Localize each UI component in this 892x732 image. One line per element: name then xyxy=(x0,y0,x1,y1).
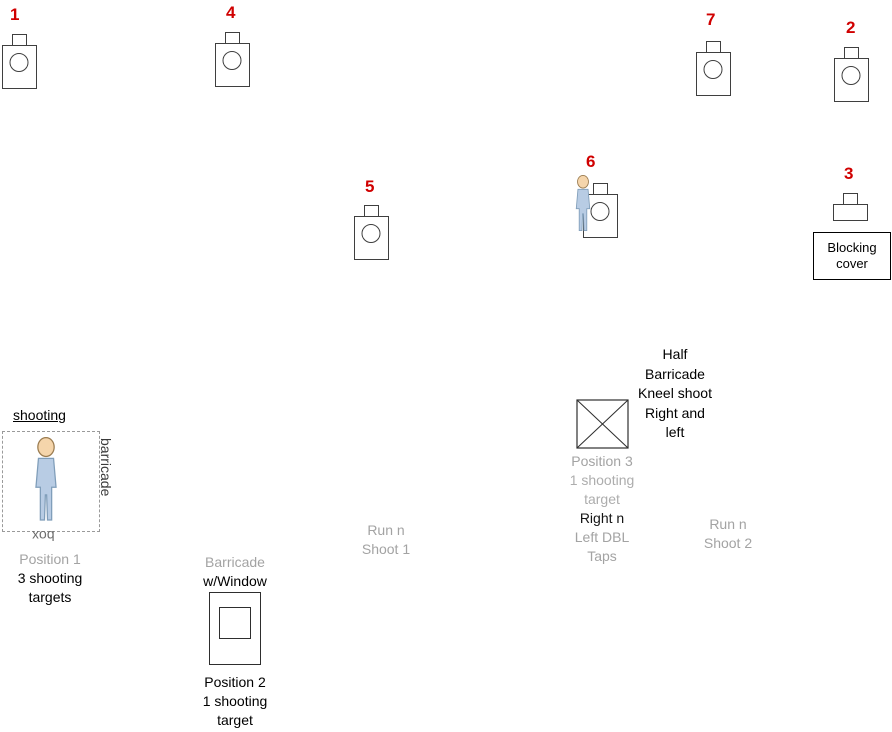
blocking-cover-label-line1: Blocking xyxy=(827,240,877,255)
shooting-box-top-label: shooting xyxy=(13,407,66,423)
run-shoot-2-line2: Shoot 2 xyxy=(703,535,753,551)
position3-desc-line4: Left DBL xyxy=(574,529,630,545)
position2-desc-line2: target xyxy=(217,712,253,728)
position2-title: Position 2 xyxy=(204,674,266,690)
position3-block: Position 3 1 shooting target Right n Lef… xyxy=(558,452,646,566)
target-number-3: 3 xyxy=(844,164,854,183)
target-icon-3-partial xyxy=(832,193,868,221)
target-icon-7 xyxy=(695,41,731,96)
target-ring xyxy=(841,66,861,85)
half-barricade-note: Half Barricade Kneel shoot Right and lef… xyxy=(629,345,721,443)
position1-desc-line1: 3 shooting xyxy=(17,570,83,586)
shooter-icon-position1 xyxy=(27,437,65,525)
target-body xyxy=(214,43,250,87)
window-pane xyxy=(219,607,251,639)
blocking-cover-label-line2: cover xyxy=(836,256,868,271)
position3-desc-line1: 1 shooting xyxy=(569,472,635,488)
position3-desc-line5: Taps xyxy=(587,548,617,564)
target-icon-2 xyxy=(833,47,869,102)
run-shoot-2-label: Run n Shoot 2 xyxy=(697,515,759,553)
crossed-box-icon xyxy=(576,399,629,449)
run-shoot-1-line1: Run n xyxy=(367,522,405,538)
shooter-icon-position3 xyxy=(570,175,596,234)
target-ring xyxy=(590,202,610,221)
target-icon-4 xyxy=(214,32,250,87)
target-body xyxy=(695,52,731,96)
half-barricade-line5: left xyxy=(665,424,685,440)
target-number-2: 2 xyxy=(846,18,856,37)
target-body xyxy=(833,58,869,102)
position3-desc-line3: Right n xyxy=(579,510,625,526)
target-body xyxy=(832,204,868,221)
target-body xyxy=(1,45,37,89)
target-body xyxy=(353,216,389,260)
position1-desc-line2: targets xyxy=(28,589,72,605)
position1-label-block: Position 1 3 shooting targets xyxy=(0,550,100,607)
target-number-7: 7 xyxy=(706,10,716,29)
target-ring xyxy=(222,51,242,70)
position3-desc-line2: target xyxy=(584,491,620,507)
half-barricade-line3: Kneel shoot xyxy=(638,385,712,401)
window-barricade-title-line1: Barricade xyxy=(205,554,265,570)
target-icon-1 xyxy=(1,34,37,89)
target-number-4: 4 xyxy=(226,3,236,22)
position3-title: Position 3 xyxy=(571,453,633,469)
window-barricade-icon xyxy=(209,592,261,665)
shooting-box-bottom-label: box xyxy=(32,528,55,544)
run-shoot-1-line2: Shoot 1 xyxy=(361,541,411,557)
target-ring xyxy=(361,224,381,243)
half-barricade-line4: Right and xyxy=(645,404,705,421)
person-icon xyxy=(575,175,591,232)
position2-desc-line1: 1 shooting xyxy=(202,693,268,709)
run-shoot-1-label: Run n Shoot 1 xyxy=(355,521,417,559)
position1-title: Position 1 xyxy=(19,551,81,567)
position2-block: Barricade w/Window Position 2 1 shooting… xyxy=(193,553,277,730)
target-ring xyxy=(9,53,29,72)
target-icon-5 xyxy=(353,205,389,260)
half-barricade-line2: Barricade xyxy=(645,365,705,382)
target-number-6: 6 xyxy=(586,152,596,171)
target-number-5: 5 xyxy=(365,177,375,196)
half-barricade-icon xyxy=(576,399,629,454)
blocking-cover-box: Blocking cover xyxy=(813,232,891,280)
person-icon xyxy=(35,437,57,521)
run-shoot-2-line1: Run n xyxy=(709,516,747,532)
window-barricade-title-line2: w/Window xyxy=(203,573,267,589)
shooting-box-side-label: barricade xyxy=(98,438,114,497)
target-number-1: 1 xyxy=(10,5,20,24)
target-ring xyxy=(703,60,723,79)
half-barricade-line1: Half xyxy=(662,346,688,362)
